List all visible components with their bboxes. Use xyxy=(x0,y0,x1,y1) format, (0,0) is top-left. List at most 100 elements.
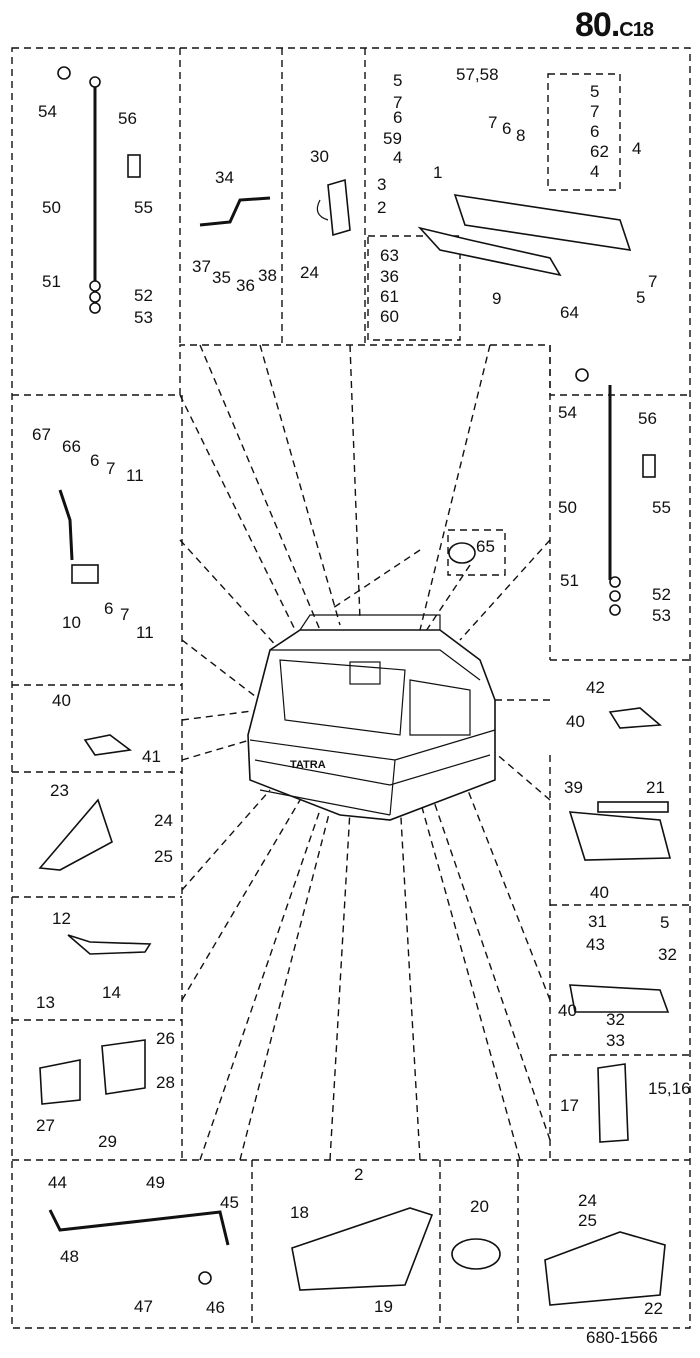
part-label: 51 xyxy=(42,272,61,291)
part-label: 47 xyxy=(134,1297,153,1316)
part-label: 7 xyxy=(648,272,657,291)
part-label: 2 xyxy=(377,198,386,217)
part-label: 54 xyxy=(38,102,57,121)
part-label: 50 xyxy=(42,198,61,217)
part-label: 55 xyxy=(134,198,153,217)
part-label: 6 xyxy=(90,451,99,470)
part-label: 56 xyxy=(638,409,657,428)
part-label: 60 xyxy=(380,307,399,326)
part-label: 36 xyxy=(236,276,255,295)
part-label: 37 xyxy=(192,257,211,276)
part-label: 7 xyxy=(393,93,402,112)
part-label: 7 xyxy=(488,113,497,132)
part-label: 4 xyxy=(632,139,641,158)
part-label: 25 xyxy=(578,1211,597,1230)
part-label: 40 xyxy=(558,1001,577,1020)
part-label: 42 xyxy=(586,678,605,697)
part-label: 64 xyxy=(560,303,579,322)
part-label: 14 xyxy=(102,983,121,1002)
part-label: 17 xyxy=(560,1096,579,1115)
part-label: 11 xyxy=(136,623,154,642)
part-label: 19 xyxy=(374,1297,393,1316)
part-label: 24 xyxy=(578,1191,597,1210)
part-label: 5 xyxy=(393,71,402,90)
part-label: 32 xyxy=(658,945,677,964)
part-label: 48 xyxy=(60,1247,79,1266)
part-label: 9 xyxy=(492,289,501,308)
part-label: 40 xyxy=(566,712,585,731)
part-label: 15,16 xyxy=(648,1079,691,1098)
part-label: 62 xyxy=(590,142,609,161)
part-label: 30 xyxy=(310,147,329,166)
part-label: 59 xyxy=(383,129,402,148)
part-label: 31 xyxy=(588,912,607,931)
part-label: 24 xyxy=(300,263,319,282)
part-label: 21 xyxy=(646,778,665,797)
part-label: 45 xyxy=(220,1193,239,1212)
part-label: 32 xyxy=(606,1010,625,1029)
part-label: 3 xyxy=(377,175,386,194)
part-label: 40 xyxy=(590,883,609,902)
part-label: 26 xyxy=(156,1029,175,1048)
part-label: 23 xyxy=(50,781,69,800)
part-label: 46 xyxy=(206,1298,225,1317)
drawing-reference: 680-1566 xyxy=(586,1328,658,1347)
part-label: 6 xyxy=(393,108,402,127)
part-label: 2 xyxy=(354,1165,363,1184)
part-label: 24 xyxy=(154,811,173,830)
part-label: 39 xyxy=(564,778,583,797)
part-label: 22 xyxy=(644,1299,663,1318)
part-labels: 54 56 55 50 51 52 53 34 37 35 36 38 30 2… xyxy=(32,65,691,1318)
part-label: 35 xyxy=(212,268,231,287)
page-number: 80.C18 xyxy=(575,6,654,44)
part-label: 8 xyxy=(516,126,525,145)
grille-badge: TATRA xyxy=(290,759,326,771)
part-label: 13 xyxy=(36,993,55,1012)
part-label: 29 xyxy=(98,1132,117,1151)
part-label: 55 xyxy=(652,498,671,517)
part-label: 43 xyxy=(586,935,605,954)
part-label: 20 xyxy=(470,1197,489,1216)
part-label: 7 xyxy=(106,459,115,478)
part-label: 44 xyxy=(48,1173,67,1192)
part-label: 53 xyxy=(652,606,671,625)
part-label: 28 xyxy=(156,1073,175,1092)
part-label: 33 xyxy=(606,1031,625,1050)
section-code: C18 xyxy=(619,19,654,41)
part-label: 51 xyxy=(560,571,579,590)
part-label: 27 xyxy=(36,1116,55,1135)
part-label: 52 xyxy=(134,286,153,305)
part-label: 36 xyxy=(380,267,399,286)
part-label: 40 xyxy=(52,691,71,710)
part-sketches xyxy=(38,66,672,1306)
part-label: 4 xyxy=(590,162,599,181)
part-label: 5 xyxy=(590,82,599,101)
part-label: 63 xyxy=(380,246,399,265)
part-label: 5 xyxy=(636,288,645,307)
part-label: 34 xyxy=(215,168,234,187)
part-label: 57,58 xyxy=(456,65,499,84)
part-label: 25 xyxy=(154,847,173,866)
cab-illustration: TATRA xyxy=(247,614,496,821)
part-label: 5 xyxy=(660,913,669,932)
panel-frames xyxy=(11,47,691,1329)
part-label: 6 xyxy=(502,119,511,138)
part-label: 53 xyxy=(134,308,153,327)
part-label: 1 xyxy=(433,163,442,182)
part-label: 66 xyxy=(62,437,81,456)
part-label: 56 xyxy=(118,109,137,128)
part-label: 41 xyxy=(142,747,161,766)
part-label: 50 xyxy=(558,498,577,517)
part-label: 52 xyxy=(652,585,671,604)
part-label: 54 xyxy=(558,403,577,422)
part-label: 65 xyxy=(476,537,495,556)
part-label: 11 xyxy=(126,466,144,485)
part-label: 18 xyxy=(290,1203,309,1222)
part-label: 38 xyxy=(258,266,277,285)
part-label: 7 xyxy=(120,605,129,624)
part-label: 4 xyxy=(393,148,402,167)
part-label: 67 xyxy=(32,425,51,444)
part-label: 6 xyxy=(590,122,599,141)
part-label: 10 xyxy=(62,613,81,632)
